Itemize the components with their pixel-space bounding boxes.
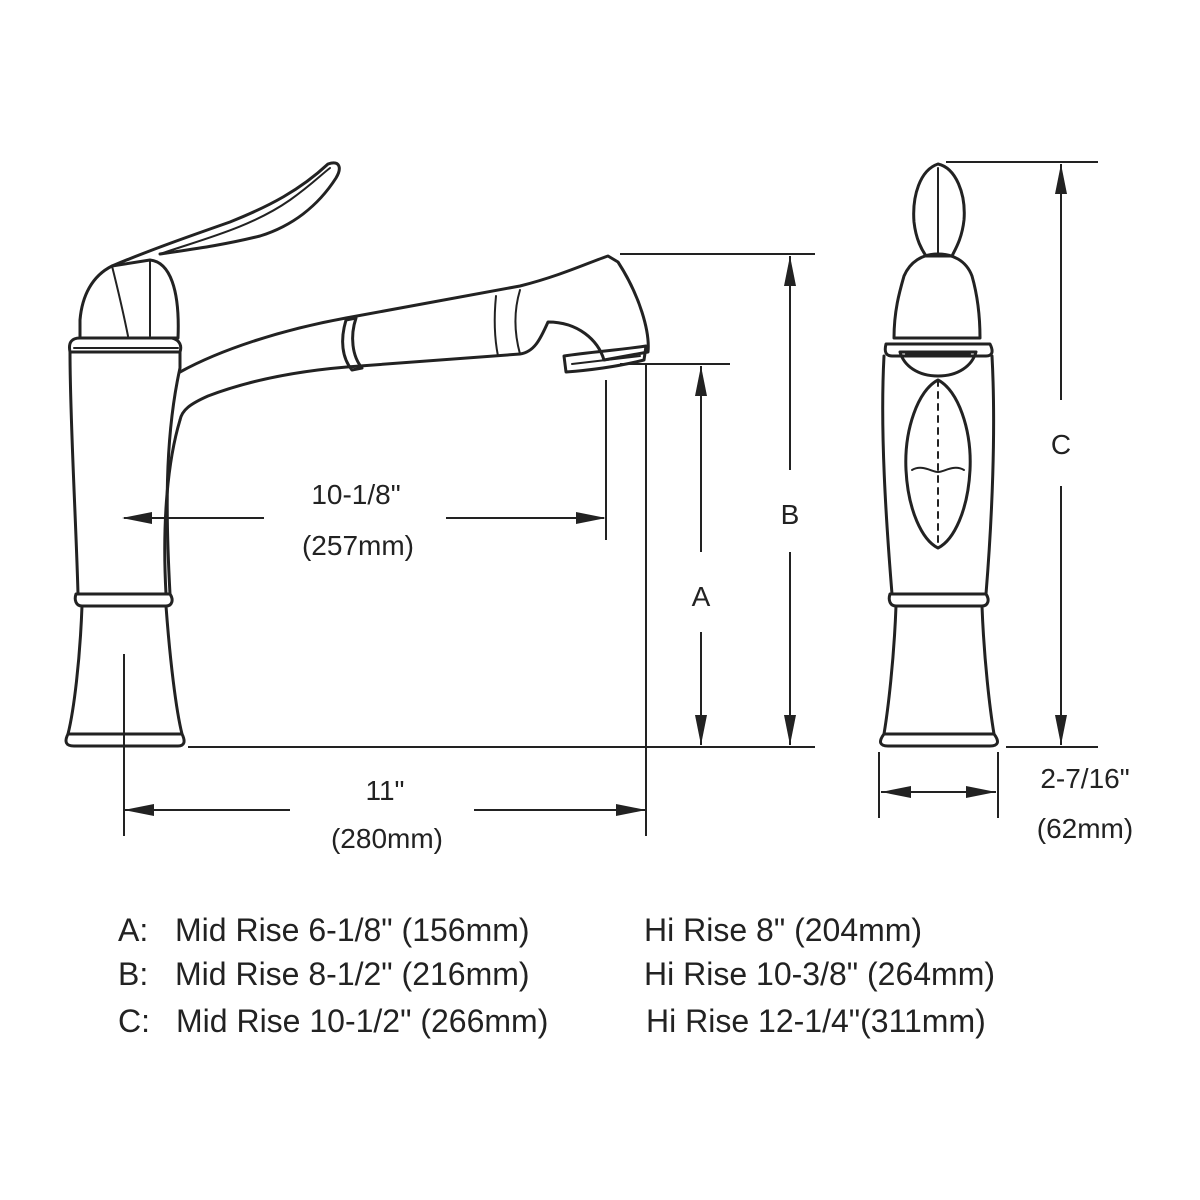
base-mm-label: (62mm)	[1037, 813, 1133, 844]
faucet-front-view	[879, 162, 999, 748]
spec-row-a-hi: Hi Rise 8" (204mm)	[644, 912, 922, 948]
spec-table: A: Mid Rise 6-1/8" (156mm) Hi Rise 8" (2…	[118, 912, 995, 1039]
height-a-label: A	[692, 581, 711, 612]
spec-row-a-mid: Mid Rise 6-1/8" (156mm)	[175, 912, 530, 948]
spec-row-c-label: C:	[118, 1003, 150, 1039]
base-inches-label: 2-7/16"	[1040, 763, 1129, 794]
width-inches-label: 11"	[365, 775, 404, 806]
spec-row-b-label: B:	[118, 956, 148, 992]
spec-row-c-hi: Hi Rise 12-1/4"(311mm)	[646, 1003, 986, 1039]
reach-mm-label: (257mm)	[302, 530, 414, 561]
reach-inches-label: 10-1/8"	[311, 479, 400, 510]
spec-row-a-label: A:	[118, 912, 148, 948]
spec-row-c-mid: Mid Rise 10-1/2" (266mm)	[176, 1003, 548, 1039]
height-b-label: B	[781, 499, 800, 530]
dimension-lines	[122, 161, 1098, 836]
width-mm-label: (280mm)	[331, 823, 443, 854]
faucet-side-view	[64, 161, 650, 748]
spec-row-b-mid: Mid Rise 8-1/2" (216mm)	[175, 956, 530, 992]
spec-row-b-hi: Hi Rise 10-3/8" (264mm)	[644, 956, 995, 992]
height-c-label: C	[1051, 429, 1071, 460]
